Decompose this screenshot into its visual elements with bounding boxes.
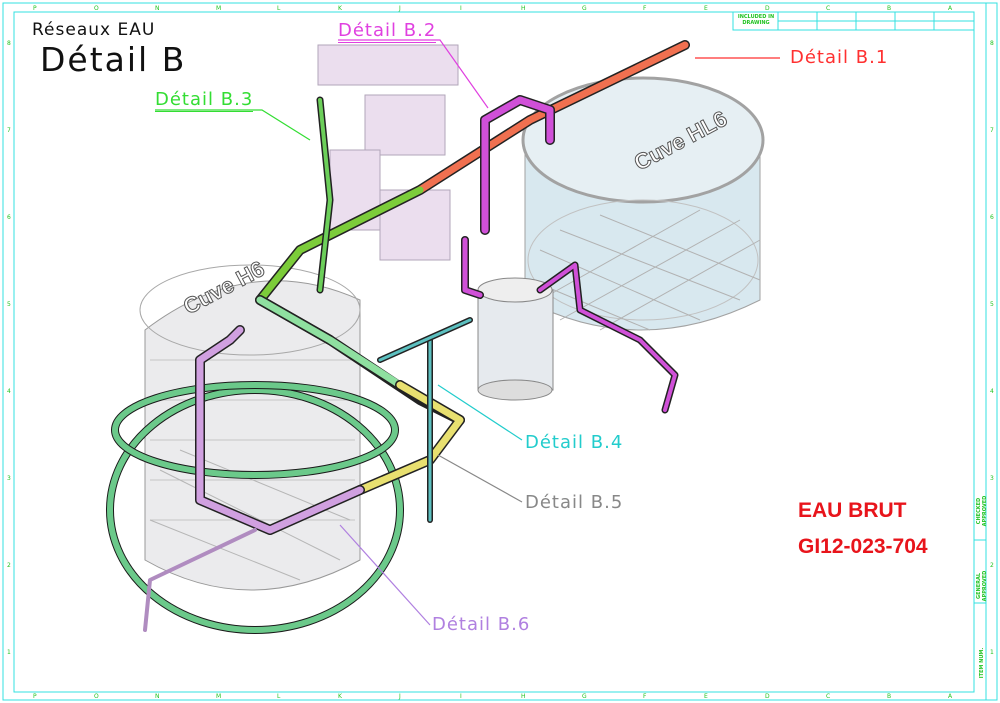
- title-block-included: INCLUDED IN DRAWING: [737, 14, 775, 26]
- border-row-6-right: 6: [990, 214, 994, 221]
- border-column-L-bottom: L: [277, 693, 281, 700]
- title-block-checked: CHECKED APPROVED: [976, 495, 988, 527]
- border-column-J-bottom: J: [399, 693, 401, 700]
- border-row-1-left: 1: [7, 649, 11, 656]
- border-column-L-top: L: [277, 5, 281, 12]
- subtitle: Réseaux EAU: [32, 20, 156, 40]
- border-row-2-left: 2: [7, 562, 11, 569]
- border-column-M-bottom: M: [216, 693, 222, 700]
- border-column-D-bottom: D: [765, 693, 770, 700]
- pump-equipment: [317, 44, 459, 261]
- border-column-N-bottom: N: [155, 693, 160, 700]
- border-column-K-top: K: [338, 5, 342, 12]
- tank-h6: [139, 264, 361, 591]
- border-column-A-top: A: [948, 5, 953, 12]
- border-row-5-left: 5: [7, 301, 11, 308]
- border-column-I-top: I: [460, 5, 462, 12]
- border-column-K-bottom: K: [338, 693, 342, 700]
- ring-headers: [106, 381, 404, 634]
- border-row-3-left: 3: [7, 475, 11, 482]
- border-row-8-left: 8: [7, 40, 11, 47]
- border-column-D-top: D: [765, 5, 770, 12]
- border-row-7-left: 7: [7, 127, 11, 134]
- border-row-5-right: 5: [990, 301, 994, 308]
- border-column-H-bottom: H: [521, 693, 526, 700]
- title-block-item: ITEM NUM.: [979, 647, 985, 679]
- border-column-A-bottom: A: [948, 693, 953, 700]
- border-column-O-top: O: [94, 5, 99, 12]
- title-block-side: [973, 490, 986, 692]
- filter-vessel: [477, 277, 554, 401]
- border-column-G-bottom: G: [582, 693, 587, 700]
- border-column-C-top: C: [826, 5, 831, 12]
- border-row-4-right: 4: [990, 388, 994, 395]
- border-row-4-left: 4: [7, 388, 11, 395]
- border-row-7-right: 7: [990, 127, 994, 134]
- tank-hl6: [521, 76, 765, 331]
- callout-detail-b2: Détail B.2: [338, 20, 437, 43]
- border-column-B-top: B: [887, 5, 892, 12]
- stamp-line1: EAU BRUT: [798, 499, 907, 522]
- border-column-C-bottom: C: [826, 693, 831, 700]
- border-row-2-right: 2: [990, 562, 994, 569]
- callout-detail-b6: Détail B.6: [432, 614, 531, 635]
- title-block-general: GENERAL APPROVED: [976, 570, 988, 602]
- border-column-J-top: J: [399, 5, 401, 12]
- border-column-F-top: F: [643, 5, 647, 12]
- border-row-8-right: 8: [990, 40, 994, 47]
- title-block-top: [732, 11, 975, 31]
- border-column-O-bottom: O: [94, 693, 99, 700]
- pipes: [143, 40, 690, 632]
- border-column-B-bottom: B: [887, 693, 892, 700]
- callout-detail-b1: Détail B.1: [790, 47, 889, 68]
- border-column-G-top: G: [582, 5, 587, 12]
- leader-lines: [155, 39, 780, 626]
- callout-detail-b3: Détail B.3: [155, 89, 254, 112]
- border-column-N-top: N: [155, 5, 160, 12]
- border-column-F-bottom: F: [643, 693, 647, 700]
- border-column-M-top: M: [216, 5, 222, 12]
- border-row-3-right: 3: [990, 475, 994, 482]
- border-row-6-left: 6: [7, 214, 11, 221]
- inner-frame: [13, 11, 975, 693]
- border-row-1-right: 1: [990, 649, 994, 656]
- stamp-line2: GI12-023-704: [798, 535, 928, 558]
- border-column-I-bottom: I: [460, 693, 462, 700]
- callout-detail-b4: Détail B.4: [525, 432, 624, 453]
- border-column-H-top: H: [521, 5, 526, 12]
- border-column-P-top: P: [33, 5, 37, 12]
- page-title: Détail B: [40, 40, 187, 79]
- border-column-E-top: E: [704, 5, 708, 12]
- border-column-E-bottom: E: [704, 693, 708, 700]
- callout-detail-b5: Détail B.5: [525, 492, 624, 513]
- border-column-P-bottom: P: [33, 693, 37, 700]
